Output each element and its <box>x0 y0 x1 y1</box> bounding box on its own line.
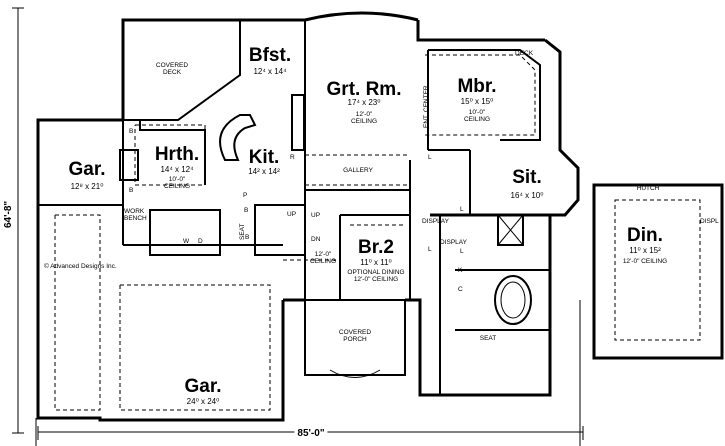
br2-name: Br.2 <box>358 237 394 258</box>
hall-ceiling-note1: 12'-0" <box>314 251 332 258</box>
sit-size: 16⁴ x 10⁰ <box>510 191 544 200</box>
hrth-ceiling: 10'-0" CEILING <box>163 176 191 190</box>
marker-up-1: UP <box>311 212 321 219</box>
work-bench-line2: BENCH <box>124 214 147 222</box>
mbr-size: 15⁰ x 15⁰ <box>460 97 494 106</box>
marker-l-3: L <box>428 246 432 253</box>
mbr-note1: 10'-0" <box>468 109 486 116</box>
covered-porch-line1: COVERED <box>338 329 372 336</box>
seat-bath-label: SEAT <box>479 335 497 342</box>
covered-deck-line2: DECK <box>162 68 182 76</box>
covered-porch-label: COVERED PORCH <box>338 329 372 343</box>
porch-arch <box>329 369 381 378</box>
gar-small-name: Gar. <box>68 159 106 180</box>
hrth-size: 14⁴ x 12⁴ <box>160 165 194 174</box>
din-name: Din. <box>627 225 663 246</box>
kitchen-island <box>119 94 305 181</box>
interior-walls <box>38 20 550 395</box>
display-label-1: DISPLAY <box>422 218 449 225</box>
covered-deck-line1: COVERED <box>155 62 189 69</box>
gar-large-size: 24⁰ x 24⁰ <box>186 397 220 406</box>
tub <box>494 275 532 325</box>
marker-d: D <box>198 238 203 245</box>
marker-up-2: UP <box>287 211 297 218</box>
marker-b-2: B <box>129 187 134 194</box>
grt-rm-note2: CEILING <box>350 117 378 125</box>
mbr-name: Mbr. <box>457 76 497 97</box>
marker-l-4: L <box>460 248 464 255</box>
br2-size: 11⁰ x 11⁰ <box>360 258 392 267</box>
deck-label: DECK <box>515 50 534 57</box>
shower <box>497 214 524 246</box>
dashed-lines <box>54 54 701 411</box>
br2-note2: 12'-0" CEILING <box>353 275 399 283</box>
gallery-label: GALLERY <box>343 167 373 174</box>
marker-r: R <box>290 154 295 161</box>
work-bench-line1: WORK <box>124 208 145 215</box>
bfst-size: 12⁴ x 14⁴ <box>253 67 287 76</box>
hutch-label: HUTCH <box>636 185 660 192</box>
marker-c: C <box>458 286 463 293</box>
bfst-name: Bfst. <box>248 45 292 66</box>
grt-rm-size: 17⁴ x 23⁰ <box>347 98 381 107</box>
gar-small-size: 12⁸ x 21⁰ <box>70 182 104 191</box>
grt-rm-name: Grt. Rm. <box>326 79 402 100</box>
display-label-2: DISPLAY <box>440 239 467 246</box>
br2-note1: OPTIONAL DINING <box>347 269 405 276</box>
marker-b-3: B <box>244 207 249 214</box>
hrth-name: Hrth. <box>154 144 200 165</box>
copyright: © Advanced Designs Inc. <box>44 263 117 270</box>
ent-center-label: ENT. CENTER <box>423 85 430 128</box>
kit-name: Kit. <box>248 147 280 168</box>
marker-b-1: B <box>129 128 134 135</box>
grt-rm-ceiling: 12'-0" CEILING <box>350 111 378 125</box>
mbr-ceiling: 10'-0" CEILING <box>463 109 491 123</box>
din-ceiling: 12'-0" CEILING <box>622 258 668 265</box>
covered-deck-label: COVERED DECK <box>155 62 189 76</box>
depth-dimension: 64'-8" <box>3 200 14 228</box>
width-dimension: 85'-0" <box>294 429 328 439</box>
marker-b-4: B <box>245 234 250 241</box>
marker-dn: DN <box>311 236 321 243</box>
mbr-note2: CEILING <box>463 115 491 123</box>
hrth-note2: CEILING <box>163 182 191 190</box>
hrth-note1: 10'-0" <box>168 176 186 183</box>
hall-ceiling-note2: CEILING <box>309 257 337 265</box>
hall-ceiling: 12'-0" CEILING <box>309 251 337 265</box>
kit-size: 14² x 14² <box>248 167 280 176</box>
marker-k: K <box>458 267 463 274</box>
din-size: 11⁰ x 15² <box>629 246 661 255</box>
marker-l-2: L <box>460 206 464 213</box>
exterior-walls <box>36 11 724 422</box>
covered-porch-line2: PORCH <box>343 335 367 343</box>
br2-note: OPTIONAL DINING 12'-0" CEILING <box>347 269 405 283</box>
grt-rm-note1: 12'-0" <box>355 111 373 118</box>
display-din-label: DISPL <box>700 218 719 225</box>
gar-large-name: Gar. <box>184 376 222 397</box>
work-bench-label: WORK BENCH <box>124 208 147 222</box>
marker-p: P <box>243 192 248 199</box>
sit-name: Sit. <box>512 167 542 188</box>
marker-w: W <box>183 238 190 245</box>
marker-l-1: L <box>428 154 432 161</box>
